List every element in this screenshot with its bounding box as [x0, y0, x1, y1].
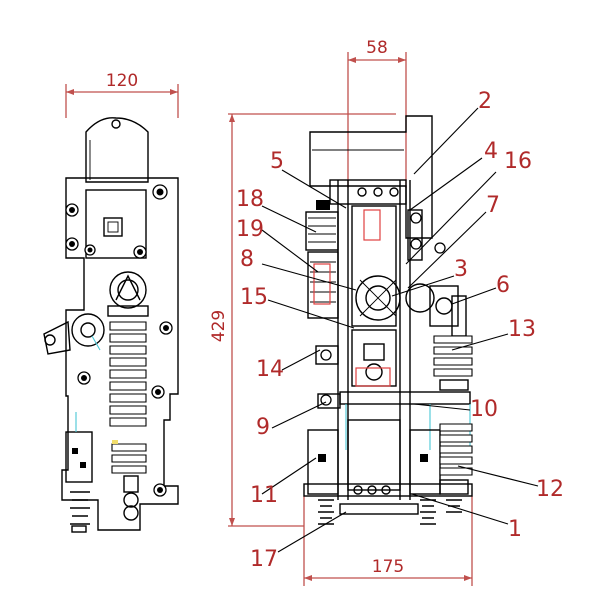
side-view: 120 — [43, 71, 179, 533]
callout-8: 8 — [240, 247, 254, 272]
dimension-height: 429 — [209, 113, 396, 527]
callout-17: 17 — [250, 547, 278, 572]
dimension-bottom-width: 175 — [303, 496, 473, 586]
callout-3: 3 — [454, 257, 468, 282]
bolt-icon — [65, 184, 173, 497]
callout-1: 1 — [508, 517, 522, 542]
dimension-left-width-label: 120 — [106, 71, 138, 91]
closing-spring — [107, 305, 149, 521]
callout-4: 4 — [484, 139, 498, 164]
dimension-left-width: 120 — [65, 71, 179, 118]
opening-spring-lower — [439, 423, 473, 495]
callout-19: 19 — [236, 217, 264, 242]
callout-2: 2 — [478, 89, 492, 114]
callout-15: 15 — [240, 285, 268, 310]
callout-12: 12 — [536, 477, 564, 502]
callout-6: 6 — [496, 273, 510, 298]
dimension-top-width: 58 — [347, 38, 407, 188]
callout-5: 5 — [270, 149, 284, 174]
dimension-top-width-label: 58 — [366, 38, 388, 58]
dimension-height-label: 429 — [209, 310, 229, 342]
opening-spring-upper — [433, 295, 473, 391]
callout-11: 11 — [250, 483, 278, 508]
dimension-bottom-width-label: 175 — [372, 557, 404, 577]
callout-18: 18 — [236, 187, 264, 212]
callout-9: 9 — [256, 415, 270, 440]
callout-labels: 2 4 16 5 7 3 6 13 18 19 8 15 14 9 10 11 … — [236, 89, 564, 572]
callout-7: 7 — [486, 193, 500, 218]
callout-14: 14 — [256, 357, 284, 382]
callout-10: 10 — [470, 397, 498, 422]
front-view: 58 429 175 — [209, 38, 473, 586]
callout-16: 16 — [504, 149, 532, 174]
callout-13: 13 — [508, 317, 536, 342]
